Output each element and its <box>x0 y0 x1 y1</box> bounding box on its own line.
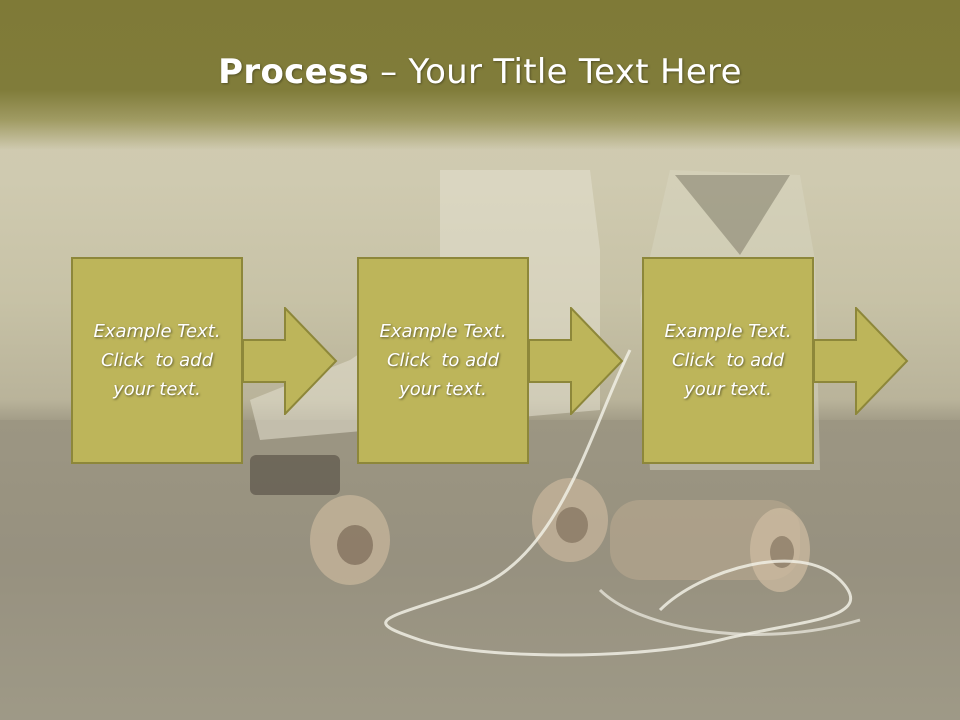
process-arrow-2-icon <box>529 307 624 415</box>
process-step-1-text: Example Text. Click to add your text. <box>82 317 232 404</box>
slide-title[interactable]: Process – Your Title Text Here <box>0 52 960 92</box>
step-3-line-1: Example Text. <box>664 321 792 342</box>
process-step-1-box[interactable]: Example Text. Click to add your text. <box>71 257 243 464</box>
step-3-line-3: your text. <box>684 379 772 400</box>
process-step-3-box[interactable]: Example Text. Click to add your text. <box>642 257 814 464</box>
process-arrow-1-icon <box>243 307 338 415</box>
process-step-2-text: Example Text. Click to add your text. <box>368 317 518 404</box>
process-arrow-3-icon <box>814 307 909 415</box>
step-2-line-2: Click to add <box>386 350 499 371</box>
step-1-line-3: your text. <box>113 379 201 400</box>
title-bold: Process <box>218 52 370 92</box>
title-rest: – Your Title Text Here <box>369 52 742 92</box>
process-step-2-box[interactable]: Example Text. Click to add your text. <box>357 257 529 464</box>
step-3-line-2: Click to add <box>671 350 784 371</box>
step-1-line-2: Click to add <box>100 350 213 371</box>
title-band <box>0 0 960 150</box>
process-step-3-text: Example Text. Click to add your text. <box>653 317 803 404</box>
step-1-line-1: Example Text. <box>93 321 221 342</box>
step-2-line-1: Example Text. <box>379 321 507 342</box>
step-2-line-3: your text. <box>399 379 487 400</box>
